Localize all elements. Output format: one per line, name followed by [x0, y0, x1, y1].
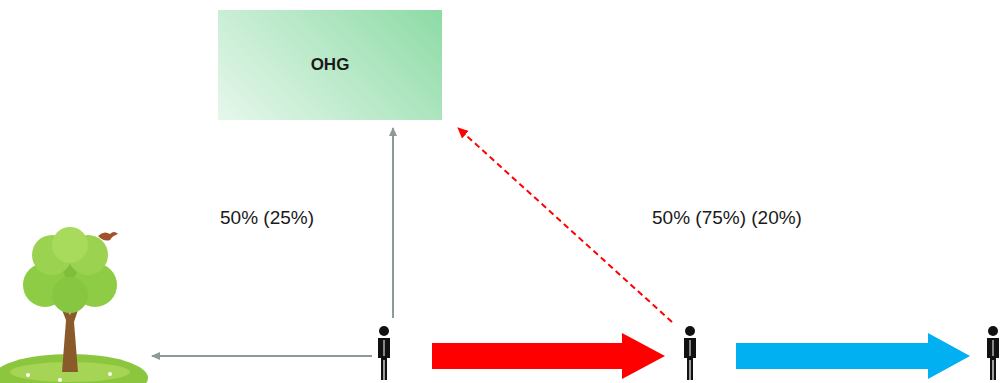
- person-icon: [684, 326, 696, 380]
- tree-illustration: [0, 227, 148, 383]
- share-label: 50% (75%) (20%): [650, 207, 804, 229]
- person-icon: [378, 326, 390, 380]
- block-arrow: [432, 333, 665, 379]
- block-arrow: [736, 333, 970, 379]
- person-icons: [378, 326, 999, 380]
- person-icon: [987, 326, 999, 380]
- entity-box: OHG: [218, 10, 442, 120]
- grey-arrow: [392, 128, 394, 318]
- dashed-arrow: [458, 128, 672, 322]
- share-label: 50% (25%): [218, 207, 316, 229]
- node-label: OHG: [311, 55, 350, 75]
- grey-arrow: [152, 355, 372, 357]
